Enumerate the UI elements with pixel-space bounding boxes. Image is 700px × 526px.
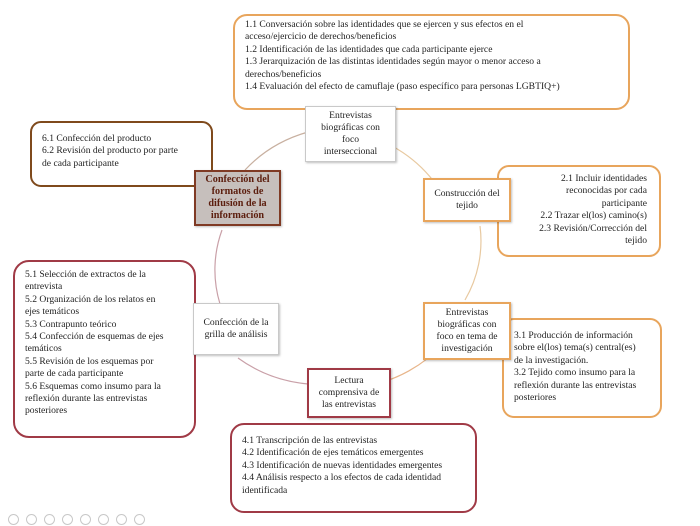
text-line: difusión de la xyxy=(208,198,267,209)
text-line: participante xyxy=(601,197,647,209)
text-line: tejido xyxy=(625,235,647,247)
text-line: reconocidas por cada xyxy=(566,185,647,197)
text-line: 5.4 Confección de esquemas de ejes xyxy=(25,331,164,343)
arc-5-6 xyxy=(214,229,223,305)
text-line: información xyxy=(210,210,265,221)
text-line: 4.3 Identificación de nuevas identidades… xyxy=(242,459,443,471)
text-line: comprensiva de xyxy=(318,387,380,399)
text-line: 6.1 Confección del producto xyxy=(42,133,152,144)
arc-2-3 xyxy=(464,225,482,301)
text-line: grilla de análisis xyxy=(204,329,268,340)
text-line: 1.4 Evaluación del efecto de camuflaje (… xyxy=(245,81,560,93)
text-line: de la investigación. xyxy=(514,354,589,366)
text-line: biográficas con xyxy=(437,319,497,331)
text-line: posteriores xyxy=(514,392,557,404)
text-line: interseccional xyxy=(323,145,378,157)
text-line: 5.2 Organización de los relatos en xyxy=(25,293,156,305)
arc-4-5 xyxy=(237,357,309,385)
more-icon[interactable] xyxy=(134,514,145,525)
text-line: derechos/beneficios xyxy=(245,68,322,80)
text-line: investigación xyxy=(441,342,493,354)
text-line: de cada participante xyxy=(42,157,119,169)
zoom-icon[interactable] xyxy=(98,514,109,525)
text-line: formatos de xyxy=(211,186,264,197)
forward-icon[interactable] xyxy=(44,514,55,525)
text-line: 5.5 Revisión de los esquemas por xyxy=(25,355,154,367)
text-line: 5.6 Esquemas como insumo para la xyxy=(25,380,161,392)
text-line: identificada xyxy=(242,484,288,496)
text-line: 1.1 Conversación sobre las identidades q… xyxy=(245,19,524,30)
arc-6-1 xyxy=(244,131,309,171)
text-line: sobre el(los) tema(s) central(es) xyxy=(514,342,636,354)
text-line: reflexión durante las entrevistas xyxy=(514,379,637,391)
text-line: 5.3 Contrapunto teórico xyxy=(25,318,117,330)
text-line: 4.2 Identificación de ejes temáticos eme… xyxy=(242,447,424,459)
text-line: 5.1 Selección de extractos de la xyxy=(25,269,146,280)
text-line: ejes temáticos xyxy=(25,306,80,318)
text-line: las entrevistas xyxy=(321,398,377,410)
text-line: Entrevistas xyxy=(445,307,489,319)
text-line: foco en tema de xyxy=(436,331,498,342)
detail-box-1: 1.1 Conversación sobre las identidades q… xyxy=(233,14,630,110)
text-line: tejido xyxy=(456,200,478,211)
text-line: Construcción del xyxy=(434,188,500,200)
text-line: 4.1 Transcripción de las entrevistas xyxy=(242,435,378,446)
menu-icon[interactable] xyxy=(116,514,127,525)
text-line: reflexión durante las entrevistas xyxy=(25,393,148,405)
text-line: 1.3 Jerarquización de las distintas iden… xyxy=(245,56,541,68)
text-line: 3.2 Tejido como insumo para la xyxy=(514,367,636,379)
play-icon[interactable] xyxy=(26,514,37,525)
text-line: 2.1 Incluir identidades xyxy=(560,173,647,184)
text-line: Confección del xyxy=(205,174,270,185)
copy-icon[interactable] xyxy=(80,514,91,525)
back-icon[interactable] xyxy=(8,514,19,525)
text-line: 2.2 Trazar el(los) camino(s) xyxy=(540,210,647,222)
presentation-toolbar xyxy=(0,514,230,526)
text-line: Entrevistas xyxy=(329,110,372,122)
text-line: acceso/ejercicio de derechos/beneficios xyxy=(245,31,397,43)
text-line: 2.3 Revisión/Corrección del xyxy=(539,222,647,234)
text-line: posteriores xyxy=(25,405,68,417)
text-line: parte de cada participante xyxy=(25,368,124,380)
text-line: temáticos xyxy=(25,343,62,355)
text-line: Lectura xyxy=(334,375,364,387)
pen-icon[interactable] xyxy=(62,514,73,525)
text-line: 4.4 Análisis respecto a los efectos de c… xyxy=(242,472,442,484)
text-line: 6.2 Revisión del producto por parte xyxy=(42,145,178,157)
text-line: Confección de la xyxy=(203,317,269,329)
text-line: 3.1 Producción de información xyxy=(514,330,633,341)
text-line: 1.2 Identificación de las identidades qu… xyxy=(245,43,493,55)
text-block: 1.1 Conversación sobre las identidades q… xyxy=(245,19,618,93)
text-line: entrevista xyxy=(25,281,63,293)
text-line: biográficas con xyxy=(321,122,380,134)
text-line: foco xyxy=(341,134,360,145)
